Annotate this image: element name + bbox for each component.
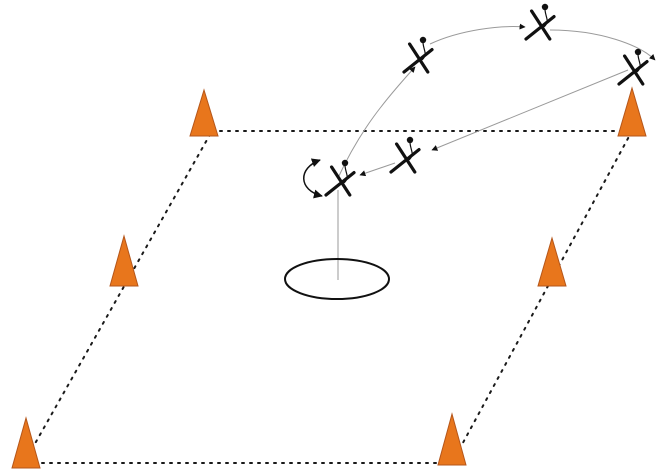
running-paths [337,23,656,280]
path-to-start [359,162,396,177]
x-marker-top-ball [541,3,549,11]
x-marker-middle [389,136,421,174]
x-marker-top [524,3,556,41]
x-marker-right-ball [634,48,642,56]
cone-top-left [189,88,219,137]
field-boundary [23,130,633,464]
path-to-middle [431,69,629,151]
circle-zone-icon [284,258,390,300]
path-to-right [549,29,656,61]
boundary-left [23,130,213,464]
x-marker-start-ball [341,159,349,167]
boundary-right [451,130,633,464]
cone-mid-right [537,236,567,287]
cone-bottom-left [11,416,41,469]
x-marker-upper-left [402,36,434,74]
cone-top-right [617,86,647,137]
x-marker-right [617,48,649,86]
x-marker-start [324,159,356,197]
x-marker-upper-left-ball [419,36,427,44]
cone-mid-left [109,234,139,287]
x-marker-middle-ball [406,136,414,144]
cone-bottom-right [437,412,467,466]
cones [11,86,647,469]
path-to-top [429,23,526,45]
player-markers [324,3,649,197]
curved-arrow-icon [303,158,323,199]
